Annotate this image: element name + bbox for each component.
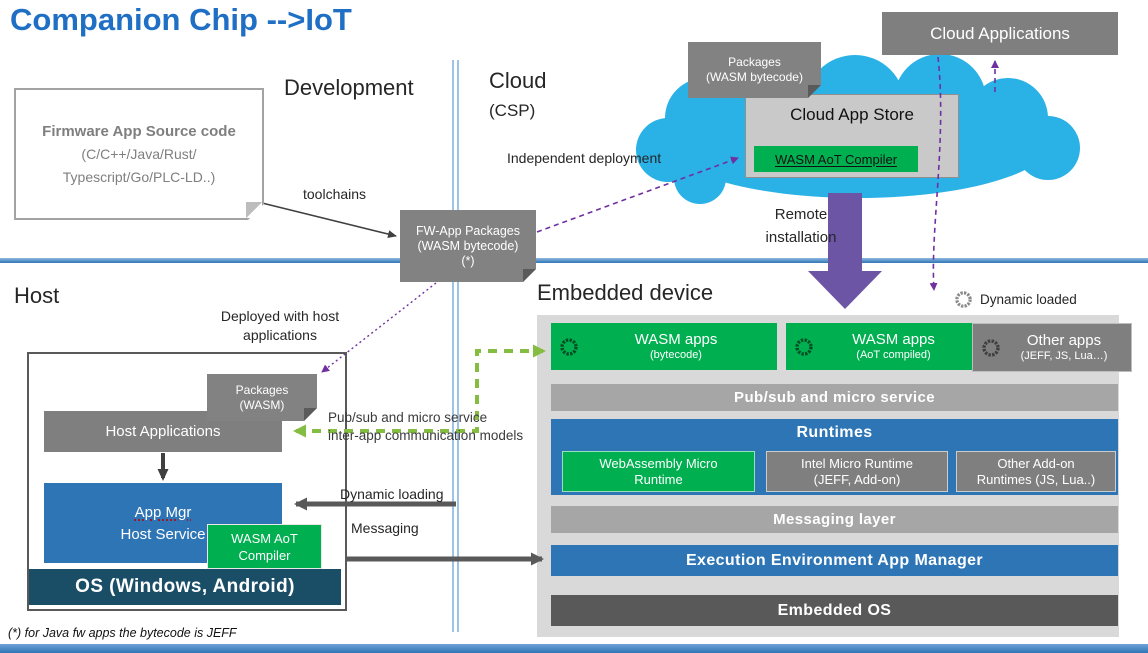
host-wasm-aot-compiler-box: WASM AoT Compiler <box>207 524 322 569</box>
host-label: Host <box>14 283 60 308</box>
development-label: Development <box>284 75 414 100</box>
loading-spinner-icon <box>982 338 1000 357</box>
app-title: WASM apps <box>634 330 718 348</box>
runtime-line1: Other Add-on <box>997 455 1075 471</box>
loading-spinner-icon <box>560 337 578 356</box>
app-title: WASM apps <box>852 330 935 348</box>
wasm-apps-aot-text: WASM apps (AoT compiled) <box>814 331 973 362</box>
remote-line2: installation <box>765 229 837 246</box>
embedded-os-label: Embedded OS <box>777 601 892 619</box>
fw-note-line1: FW-App Packages <box>416 223 520 238</box>
firmware-source-box: Firmware App Source code (C/C++/Java/Rus… <box>14 88 264 220</box>
wasm-apps-bytecode-box: WASM apps (bytecode) <box>551 323 777 370</box>
runtime-line2: Runtime <box>634 471 683 487</box>
pubsub-service-bar: Pub/sub and micro service <box>551 384 1118 411</box>
vertical-divider <box>452 60 459 632</box>
host-os-bar: OS (Windows, Android) <box>29 569 341 605</box>
other-apps-box: Other apps (JEFF, JS, Lua…) <box>972 323 1132 372</box>
cloud-wasm-aot-compiler-label: WASM AoT Compiler <box>774 151 898 167</box>
cloud-wasm-aot-compiler-box: WASM AoT Compiler <box>754 146 918 172</box>
pubsub-models-line2: inter-app communication models <box>328 428 524 443</box>
app-mgr-line2: Host Service <box>120 525 206 543</box>
app-subtitle: (AoT compiled) <box>856 348 931 361</box>
runtime-webassembly-box: WebAssembly Micro Runtime <box>562 451 755 492</box>
host-note-line2: (WASM) <box>239 397 285 412</box>
cloud-packages-note: Packages (WASM bytecode) <box>688 42 821 98</box>
firmware-title: Firmware App Source code <box>42 122 236 140</box>
toolchains-arrow <box>261 202 397 238</box>
cloud-app-store-box: Cloud App Store WASM AoT Compiler <box>745 94 959 178</box>
footnote: (*) for Java fw apps the bytecode is JEF… <box>8 626 237 640</box>
cloud-note-line1: Packages <box>728 55 781 69</box>
runtime-other-box: Other Add-on Runtimes (JS, Lua..) <box>956 451 1116 492</box>
host-os-label: OS (Windows, Android) <box>75 576 295 597</box>
deployed-with-host-label: Deployed with host applications <box>220 308 340 343</box>
runtime-intel-box: Intel Micro Runtime (JEFF, Add-on) <box>766 451 948 492</box>
cloud-applications-label: Cloud Applications <box>930 23 1070 43</box>
pubsub-models-line1: Pub/sub and micro service <box>328 410 488 425</box>
runtimes-title: Runtimes <box>796 424 873 441</box>
cloud-label: Cloud <box>489 68 547 93</box>
independent-deployment-label: Independent deployment <box>507 150 662 166</box>
fw-app-packages-note: FW-App Packages (WASM bytecode) (*) <box>400 210 536 282</box>
messaging-layer-label: Messaging layer <box>773 511 896 528</box>
wasm-apps-aot-box: WASM apps (AoT compiled) <box>786 323 977 370</box>
app-subtitle: (bytecode) <box>650 348 702 361</box>
pubsub-service-label: Pub/sub and micro service <box>734 389 935 406</box>
remote-installation-label: Remote installation <box>745 203 857 249</box>
fw-note-line3: (*) <box>461 253 475 268</box>
app-mgr-host-service-box: App Mgr Host Service <box>44 483 282 563</box>
loading-spinner-icon <box>955 291 972 308</box>
host-applications-label: Host Applications <box>105 423 221 440</box>
cloud-note-line2: (WASM bytecode) <box>706 70 803 84</box>
app-mgr-line1: App Mgr <box>134 503 192 521</box>
runtime-line2: Runtimes (JS, Lua..) <box>976 471 1096 487</box>
host-compiler-line1: WASM AoT <box>231 530 298 546</box>
independent-deployment-arrow <box>536 156 739 233</box>
host-note-line1: Packages <box>235 382 289 397</box>
fw-note-line2: (WASM bytecode) <box>417 238 519 253</box>
firmware-line2: (C/C++/Java/Rust/ <box>81 145 197 162</box>
firmware-line3: Typescript/Go/PLC-LD..) <box>62 168 216 185</box>
app-subtitle: (JEFF, JS, Lua…) <box>1020 349 1108 362</box>
host-compiler-line2: Compiler <box>238 547 291 563</box>
messaging-layer-bar: Messaging layer <box>551 506 1118 533</box>
execution-environment-label: Execution Environment App Manager <box>685 551 984 569</box>
execution-environment-bar: Execution Environment App Manager <box>551 545 1118 576</box>
dynamic-loading-label: Dynamic loading <box>340 486 444 502</box>
app-title: Other apps <box>1026 331 1102 349</box>
pubsub-models-label: Pub/sub and micro service inter-app comm… <box>328 409 553 445</box>
embedded-device-label: Embedded device <box>537 280 714 305</box>
dynamic-loaded-label: Dynamic loaded <box>980 292 1077 307</box>
embedded-os-bar: Embedded OS <box>551 595 1118 626</box>
host-packages-note: Packages (WASM) <box>207 374 317 421</box>
csp-label: (CSP) <box>489 101 536 120</box>
toolchains-label: toolchains <box>303 186 367 202</box>
remote-line1: Remote <box>774 206 828 223</box>
cloud-applications-box: Cloud Applications <box>882 12 1118 55</box>
messaging-label: Messaging <box>351 520 419 536</box>
other-apps-text: Other apps (JEFF, JS, Lua…) <box>1001 332 1127 363</box>
loading-spinner-icon <box>795 337 813 356</box>
cloud-app-store-label: Cloud App Store <box>790 105 914 124</box>
page-title: Companion Chip -->IoT <box>10 2 352 37</box>
wasm-apps-bytecode-text: WASM apps (bytecode) <box>579 331 773 362</box>
runtime-line2: (JEFF, Add-on) <box>813 471 901 487</box>
bottom-accent-strip <box>0 644 1148 653</box>
runtime-line1: WebAssembly Micro <box>599 455 718 471</box>
horizontal-divider <box>0 258 1148 263</box>
runtime-line1: Intel Micro Runtime <box>801 455 913 471</box>
